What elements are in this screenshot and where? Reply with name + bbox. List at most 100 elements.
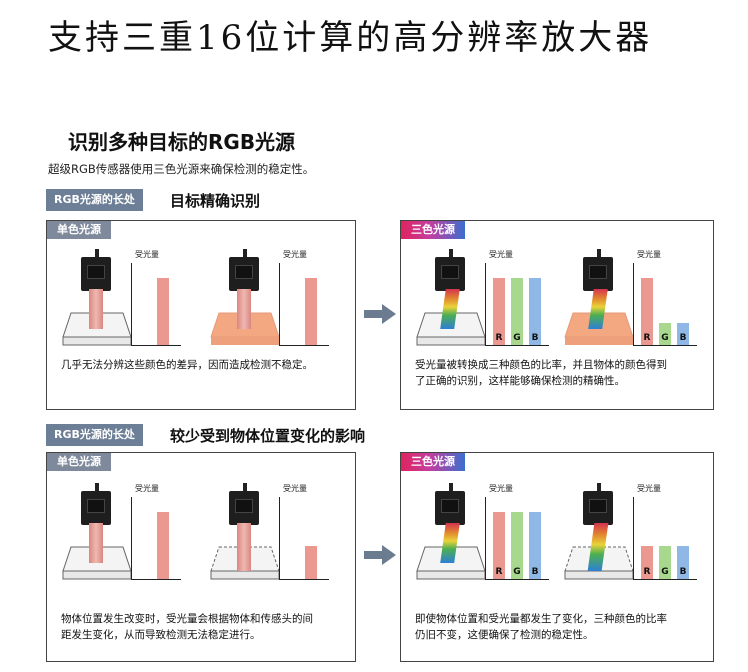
sensor-cable	[597, 249, 601, 259]
sensor-head-icon	[81, 249, 111, 293]
bar-letter-b: B	[679, 567, 687, 577]
arrow-right-icon	[364, 304, 396, 324]
sensor-head-icon	[435, 249, 465, 293]
graph-label: 受光量	[489, 484, 513, 493]
sensor-head-icon	[229, 483, 259, 527]
bar-area	[279, 263, 329, 345]
bar-received-light	[305, 278, 317, 345]
graph-y-axis	[131, 263, 132, 345]
received-light-graph: 受光量	[279, 483, 329, 580]
graph-label: 受光量	[135, 484, 159, 493]
panel-caption-line-1: 即使物体位置和受光量都发生了变化，三种颜色的比率	[415, 613, 667, 625]
bar-letter-r: R	[495, 333, 503, 343]
sensor-face	[589, 499, 607, 513]
graph-y-axis	[485, 263, 486, 345]
received-light-graph: 受光量	[131, 249, 181, 346]
panel-tab-rgb: 三色光源	[401, 221, 465, 239]
bar-letter-b: B	[531, 333, 539, 343]
graph-x-axis	[485, 345, 549, 346]
sensor-head-icon	[583, 483, 613, 527]
bar-letter-g: G	[661, 333, 669, 343]
graph-label: 受光量	[283, 484, 307, 493]
sensor-cable	[449, 249, 453, 259]
advantage-badge-1: RGB光源的长处	[46, 189, 143, 211]
panel-tab-rgb: 三色光源	[401, 453, 465, 471]
light-beam	[237, 289, 251, 329]
graph-y-axis	[485, 497, 486, 579]
bar-letter-b: B	[531, 567, 539, 577]
bar-blue	[529, 512, 541, 579]
illustration-scene: 受光量	[61, 483, 211, 593]
page-title: 支持三重16位计算的高分辨率放大器	[48, 18, 653, 58]
bar-area	[131, 263, 181, 345]
bar-area	[279, 497, 329, 579]
sensor-head-icon	[583, 249, 613, 293]
panel-caption-line-1: 受光量被转换成三种颜色的比率，并且物体的颜色得到	[415, 359, 667, 371]
graph-x-axis	[633, 345, 697, 346]
sensor-cable	[243, 249, 247, 259]
graph-label: 受光量	[135, 250, 159, 259]
sensor-cable	[449, 483, 453, 493]
graph-y-axis	[633, 497, 634, 579]
sensor-face	[441, 265, 459, 279]
graph-label: 受光量	[637, 250, 661, 259]
bar-red	[641, 278, 653, 345]
bar-area	[131, 497, 181, 579]
bar-red	[493, 278, 505, 345]
panel-caption-line-2: 了正确的识别，这样能够确保检测的精确性。	[415, 375, 625, 387]
sensor-face	[87, 499, 105, 513]
panel-caption: 几乎无法分辨这些颜色的差异，因而造成检测不稳定。	[61, 359, 313, 371]
light-beam	[237, 523, 251, 571]
bar-red	[493, 512, 505, 579]
mono-light-panel-1: 单色光源 受光量 受光量 几乎无法分辨这些颜色的差异，因而造成检测不稳定。	[46, 220, 356, 410]
sensor-head-icon	[81, 483, 111, 527]
panel-tab-mono: 单色光源	[47, 221, 111, 239]
sensor-cable	[95, 483, 99, 493]
bar-green	[511, 512, 523, 579]
panel-caption-line-2: 仍旧不变，这便确保了检测的稳定性。	[415, 629, 594, 641]
bar-red	[641, 546, 653, 579]
graph-label: 受光量	[637, 484, 661, 493]
sensor-face	[441, 499, 459, 513]
bar-received-light	[157, 512, 169, 579]
illustration-scene: 受光量	[61, 249, 211, 359]
bar-green	[659, 323, 671, 345]
graph-label: 受光量	[283, 250, 307, 259]
advantage-badge-2: RGB光源的长处	[46, 424, 143, 446]
mono-light-panel-2: 单色光源 受光量受光量 物体位置发生改变时，受光量会根据物体和传感头的间 距发生…	[46, 452, 356, 662]
sensor-face	[589, 265, 607, 279]
graph-y-axis	[279, 263, 280, 345]
bar-blue	[677, 546, 689, 579]
bar-green	[511, 278, 523, 345]
graph-y-axis	[279, 497, 280, 579]
graph-label: 受光量	[489, 250, 513, 259]
bar-green	[659, 546, 671, 579]
panel-caption-line-2: 距发生变化，从而导致检测无法稳定进行。	[61, 629, 261, 641]
graph-x-axis	[131, 579, 181, 580]
bar-letter-r: R	[495, 567, 503, 577]
arrow-right-icon	[364, 545, 396, 565]
sensor-cable	[597, 483, 601, 493]
light-beam	[89, 523, 103, 563]
light-beam	[89, 289, 103, 329]
graph-x-axis	[485, 579, 549, 580]
sensor-head-icon	[435, 483, 465, 527]
sensor-cable	[243, 483, 247, 493]
block-heading-1: 目标精确识别	[170, 192, 261, 210]
panel-caption-line-1: 物体位置发生改变时，受光量会根据物体和传感头的间	[61, 613, 313, 625]
sensor-face	[87, 265, 105, 279]
graph-y-axis	[131, 497, 132, 579]
received-light-graph: 受光量	[279, 249, 329, 346]
graph-y-axis	[633, 263, 634, 345]
